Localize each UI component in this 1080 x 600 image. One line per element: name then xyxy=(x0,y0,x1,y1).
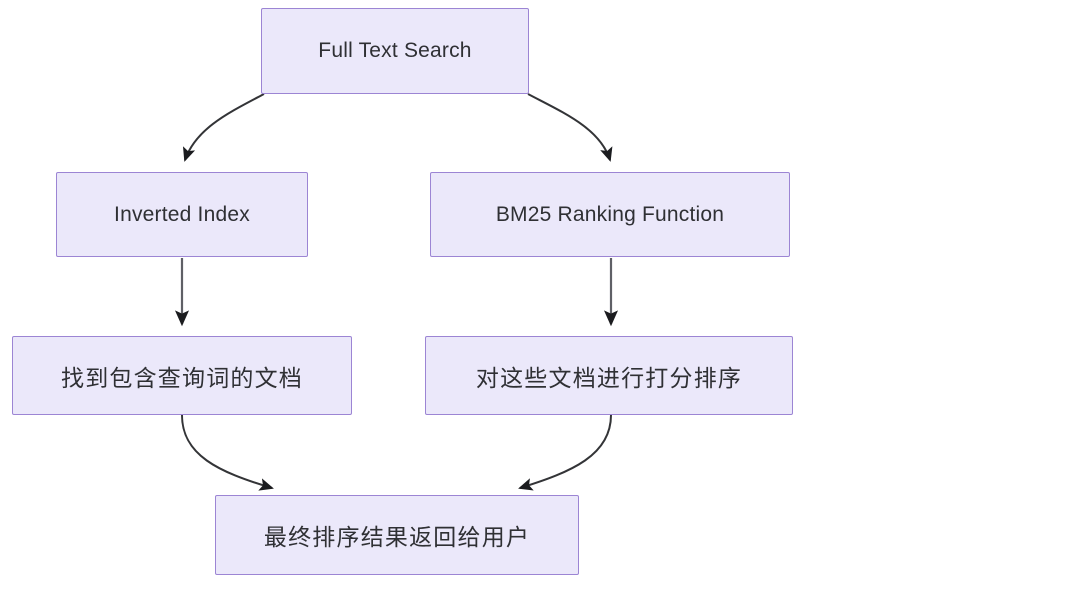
node-label-bm25-ranking-function: BM25 Ranking Function xyxy=(495,202,725,226)
node-find-matching-documents[interactable]: 找到包含查询词的文档 xyxy=(12,336,352,415)
node-inverted-index[interactable]: Inverted Index xyxy=(56,172,308,257)
node-bm25-ranking-function[interactable]: BM25 Ranking Function xyxy=(430,172,790,257)
node-label-return-final-ranked-results: 最终排序结果返回给用户 xyxy=(263,524,531,550)
node-label-inverted-index: Inverted Index xyxy=(114,202,250,226)
edge-find-docs-to-final xyxy=(181,414,274,491)
node-label-score-and-rank-documents: 对这些文档进行打分排序 xyxy=(475,364,743,391)
node-full-text-search[interactable]: Full Text Search xyxy=(261,8,529,94)
edge-score-docs-to-final xyxy=(518,414,612,491)
node-label-full-text-search: Full Text Search xyxy=(318,39,472,62)
node-return-final-ranked-results[interactable]: 最终排序结果返回给用户 xyxy=(215,495,579,575)
edge-root-to-inverted xyxy=(182,93,265,162)
node-score-and-rank-documents[interactable]: 对这些文档进行打分排序 xyxy=(425,336,793,415)
node-label-find-matching-documents: 找到包含查询词的文档 xyxy=(61,364,303,391)
edge-root-to-bm25 xyxy=(527,93,613,162)
